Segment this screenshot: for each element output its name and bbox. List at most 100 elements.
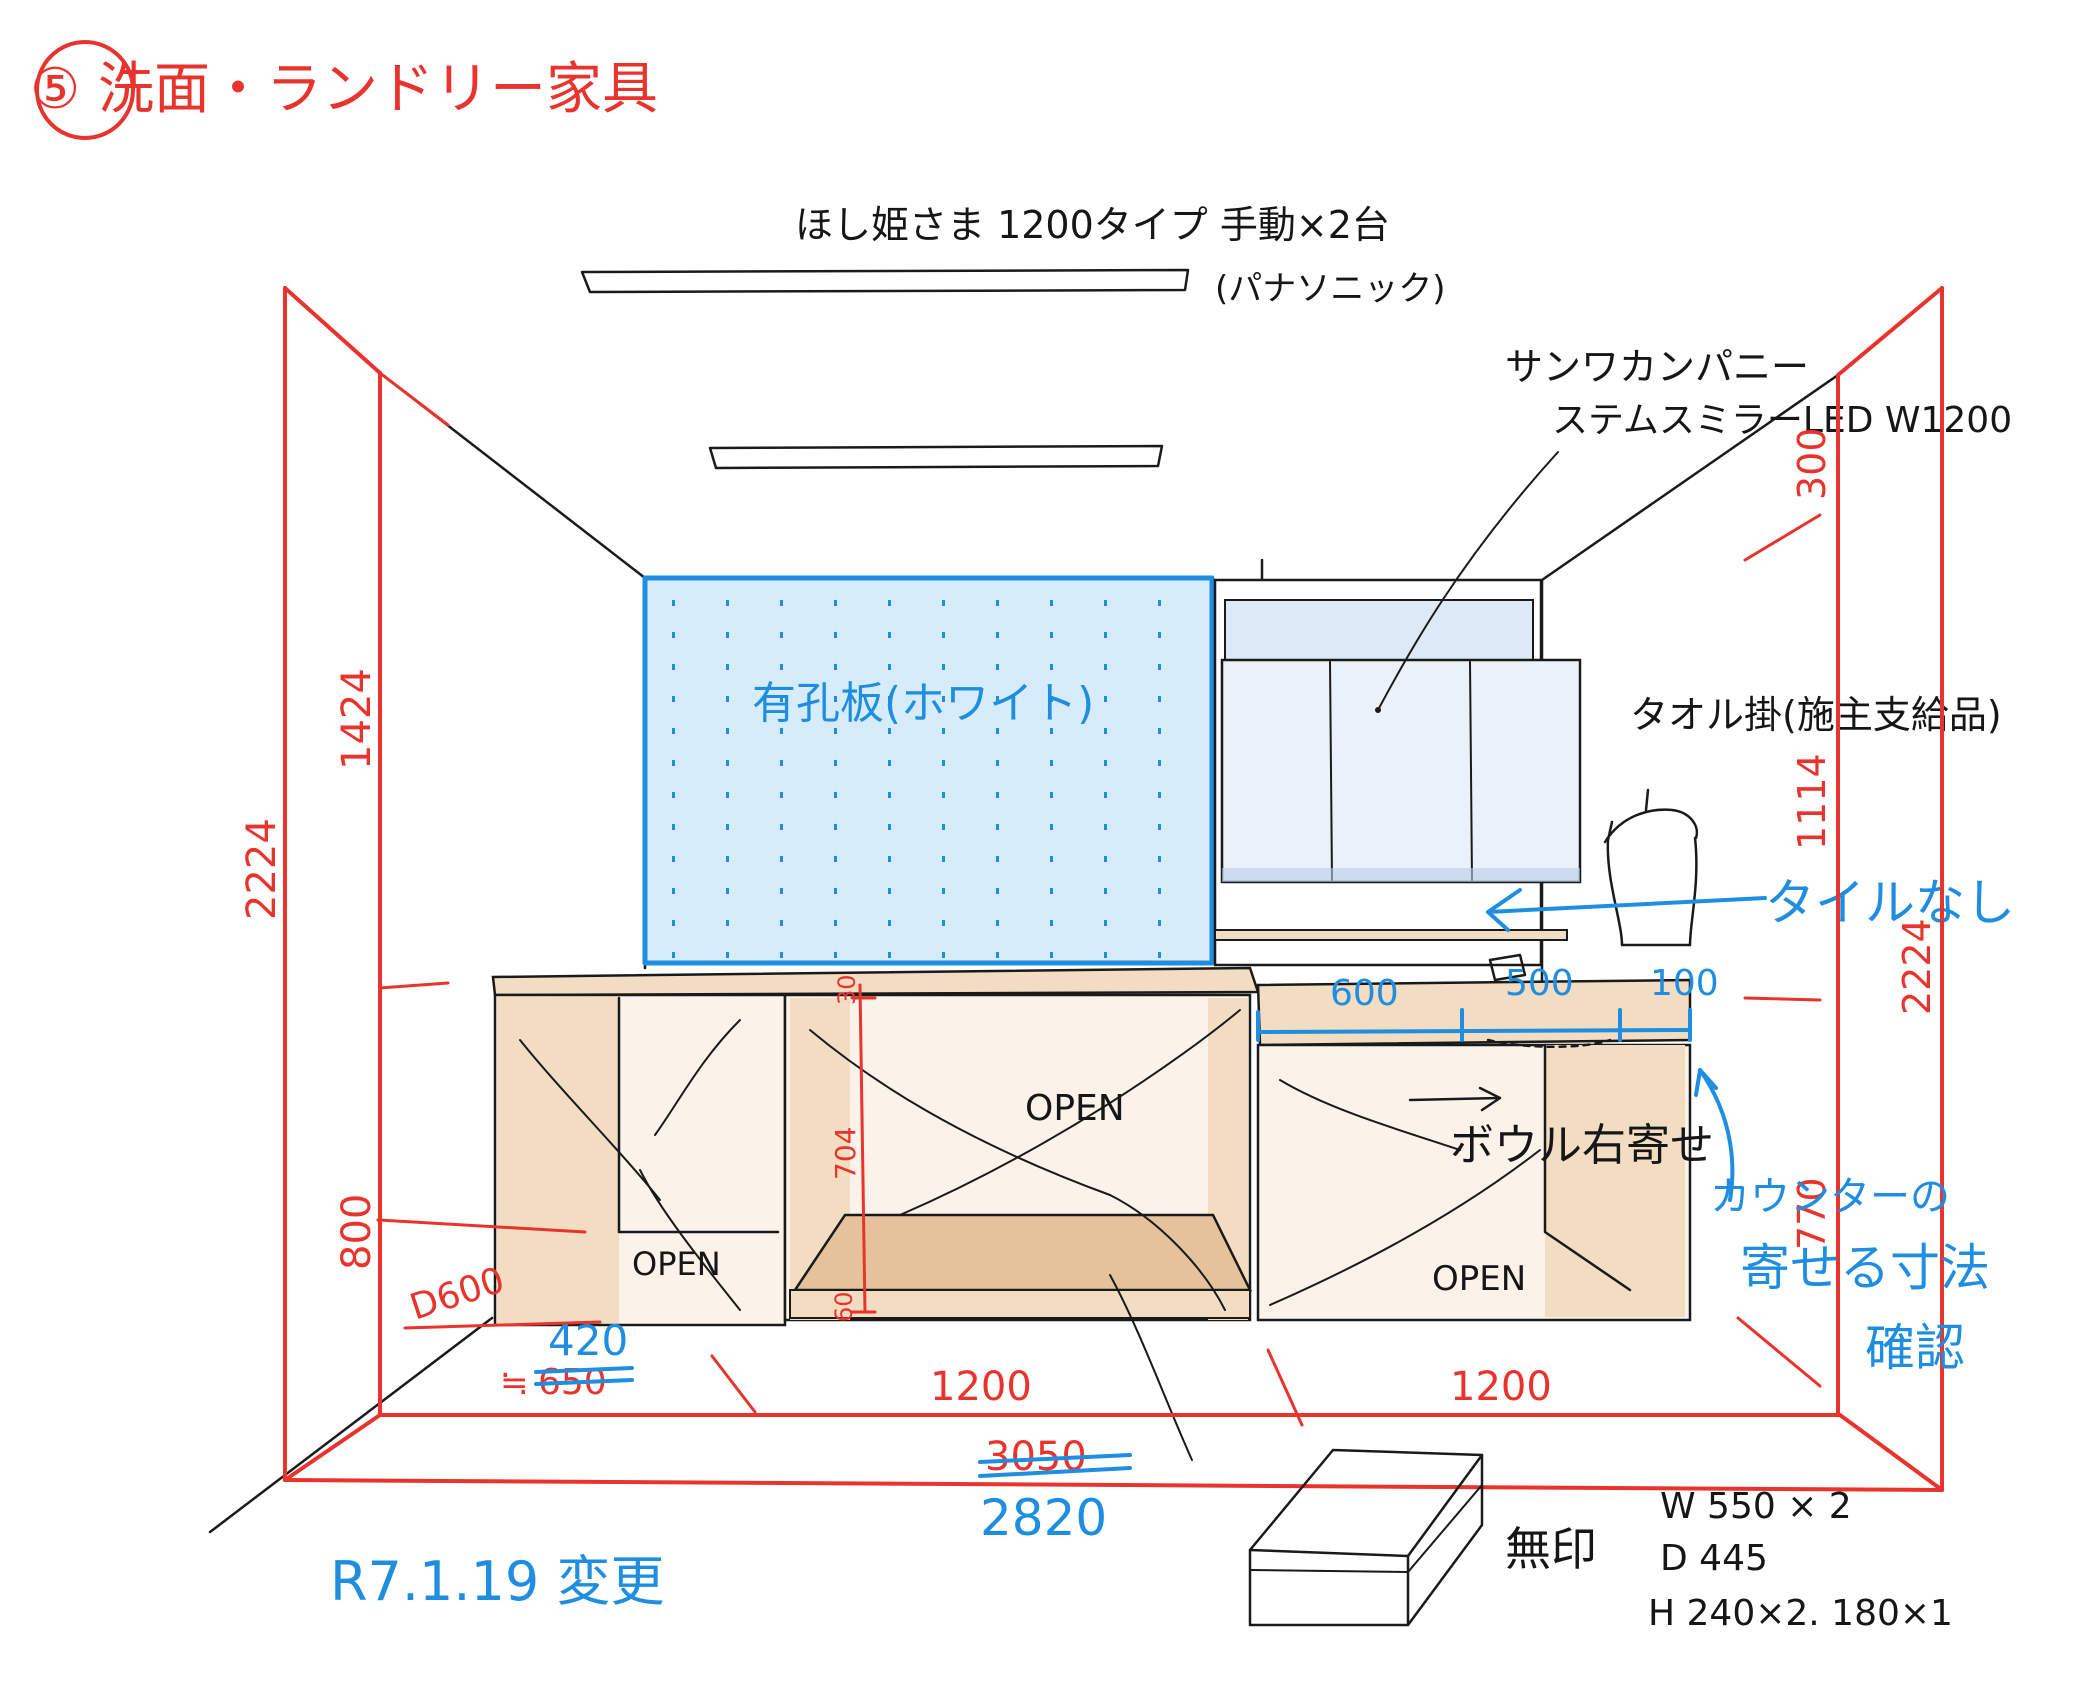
peg-hole xyxy=(888,664,891,670)
no-tile-arrow xyxy=(1486,888,1767,932)
drying-rack-1 xyxy=(580,268,1190,294)
mirror-shelf xyxy=(1214,929,1568,941)
counter-top xyxy=(491,966,1260,997)
dim-bottom-shelf: 60 xyxy=(830,1291,858,1322)
drying-rack-2 xyxy=(708,444,1164,470)
peg-hole xyxy=(942,856,945,862)
peg-hole xyxy=(672,760,675,766)
drying-rack-note: ほし姫さま 1200タイプ 手動×2台 xyxy=(795,203,1390,247)
peg-hole xyxy=(834,696,837,702)
peg-hole xyxy=(780,920,783,926)
dim-height-right: 2224 xyxy=(1895,918,1939,1015)
confirm-note-3: 確認 xyxy=(1865,1319,1965,1377)
peg-hole xyxy=(888,632,891,638)
peg-hole xyxy=(780,792,783,798)
peg-hole xyxy=(1158,920,1161,926)
peg-hole xyxy=(834,952,837,958)
peg-hole xyxy=(996,632,999,638)
peg-hole xyxy=(834,760,837,766)
peg-hole xyxy=(834,664,837,670)
peg-hole xyxy=(1158,760,1161,766)
peg-hole xyxy=(1158,632,1161,638)
open-label-right: OPEN xyxy=(1432,1259,1526,1299)
peg-hole xyxy=(942,888,945,894)
dim-opening-height: 704 xyxy=(829,1127,862,1180)
peg-hole xyxy=(942,632,945,638)
peg-hole xyxy=(888,920,891,926)
dim-upper-right: 1114 xyxy=(1790,753,1834,850)
peg-hole xyxy=(834,856,837,862)
dim-lower-left: 800 xyxy=(334,1194,380,1270)
peg-hole xyxy=(834,600,837,606)
dim-seg-left-prefix: ≒ xyxy=(500,1363,529,1403)
peg-hole xyxy=(1158,792,1161,798)
peg-hole xyxy=(1050,632,1053,638)
peg-hole xyxy=(1104,664,1107,670)
peg-hole xyxy=(672,952,675,958)
peg-hole xyxy=(996,888,999,894)
peg-hole xyxy=(780,728,783,734)
peg-hole xyxy=(1158,696,1161,702)
peg-hole xyxy=(780,888,783,894)
pegboard-holes xyxy=(672,600,1161,958)
confirm-note-2: 寄せる寸法 xyxy=(1740,1239,1990,1297)
peg-hole xyxy=(1050,760,1053,766)
peg-hole xyxy=(1050,792,1053,798)
peg-hole xyxy=(1104,792,1107,798)
peg-hole xyxy=(942,952,945,958)
mirror-panel xyxy=(1220,658,1582,884)
counter-dimension xyxy=(1256,1008,1735,1202)
peg-hole xyxy=(1158,952,1161,958)
peg-hole xyxy=(780,856,783,862)
muji-w: W 550 × 2 xyxy=(1660,1486,1852,1527)
peg-hole xyxy=(942,792,945,798)
peg-hole xyxy=(1104,632,1107,638)
peg-hole xyxy=(834,888,837,894)
peg-hole xyxy=(726,664,729,670)
peg-hole xyxy=(1104,952,1107,958)
peg-hole xyxy=(834,632,837,638)
mirror-cabinet xyxy=(1213,451,1582,967)
peg-hole xyxy=(1158,664,1161,670)
peg-hole xyxy=(726,696,729,702)
dim-seg-center: 1200 xyxy=(930,1364,1032,1410)
peg-hole xyxy=(996,664,999,670)
peg-hole xyxy=(672,696,675,702)
dim-seg-left-new: 420 xyxy=(548,1316,628,1365)
peg-hole xyxy=(672,824,675,830)
peg-hole xyxy=(1104,920,1107,926)
peg-hole xyxy=(780,824,783,830)
muji-label: 無印 xyxy=(1505,1522,1597,1576)
peg-hole xyxy=(942,760,945,766)
peg-hole xyxy=(888,952,891,958)
peg-hole xyxy=(1158,728,1161,734)
dim-height-left: 2224 xyxy=(239,818,285,920)
sink-counter xyxy=(1256,978,1692,1047)
peg-hole xyxy=(996,856,999,862)
peg-hole xyxy=(1050,600,1053,606)
peg-hole xyxy=(672,600,675,606)
peg-hole xyxy=(1158,600,1161,606)
peg-hole xyxy=(1050,824,1053,830)
dim-counter-b: 500 xyxy=(1505,963,1574,1004)
title-circle xyxy=(35,40,135,140)
peg-hole xyxy=(1104,728,1107,734)
peg-hole xyxy=(726,760,729,766)
peg-hole xyxy=(780,600,783,606)
peg-hole xyxy=(942,920,945,926)
peg-hole xyxy=(1050,856,1053,862)
title-text: ⑤ 洗面・ランドリー家具 xyxy=(30,57,658,122)
peg-hole xyxy=(996,600,999,606)
dim-counter-thickness: 30 xyxy=(833,974,861,1005)
peg-hole xyxy=(996,952,999,958)
peg-hole xyxy=(1104,696,1107,702)
peg-hole xyxy=(888,824,891,830)
dim-seg-right: 1200 xyxy=(1450,1364,1552,1410)
dimension-lines xyxy=(283,286,1944,1492)
open-label-left: OPEN xyxy=(632,1245,721,1283)
peg-hole xyxy=(888,728,891,734)
peg-hole xyxy=(1050,920,1053,926)
peg-hole xyxy=(726,728,729,734)
faucet xyxy=(1488,953,1527,982)
no-tile-note: タイルなし xyxy=(1765,874,2015,932)
